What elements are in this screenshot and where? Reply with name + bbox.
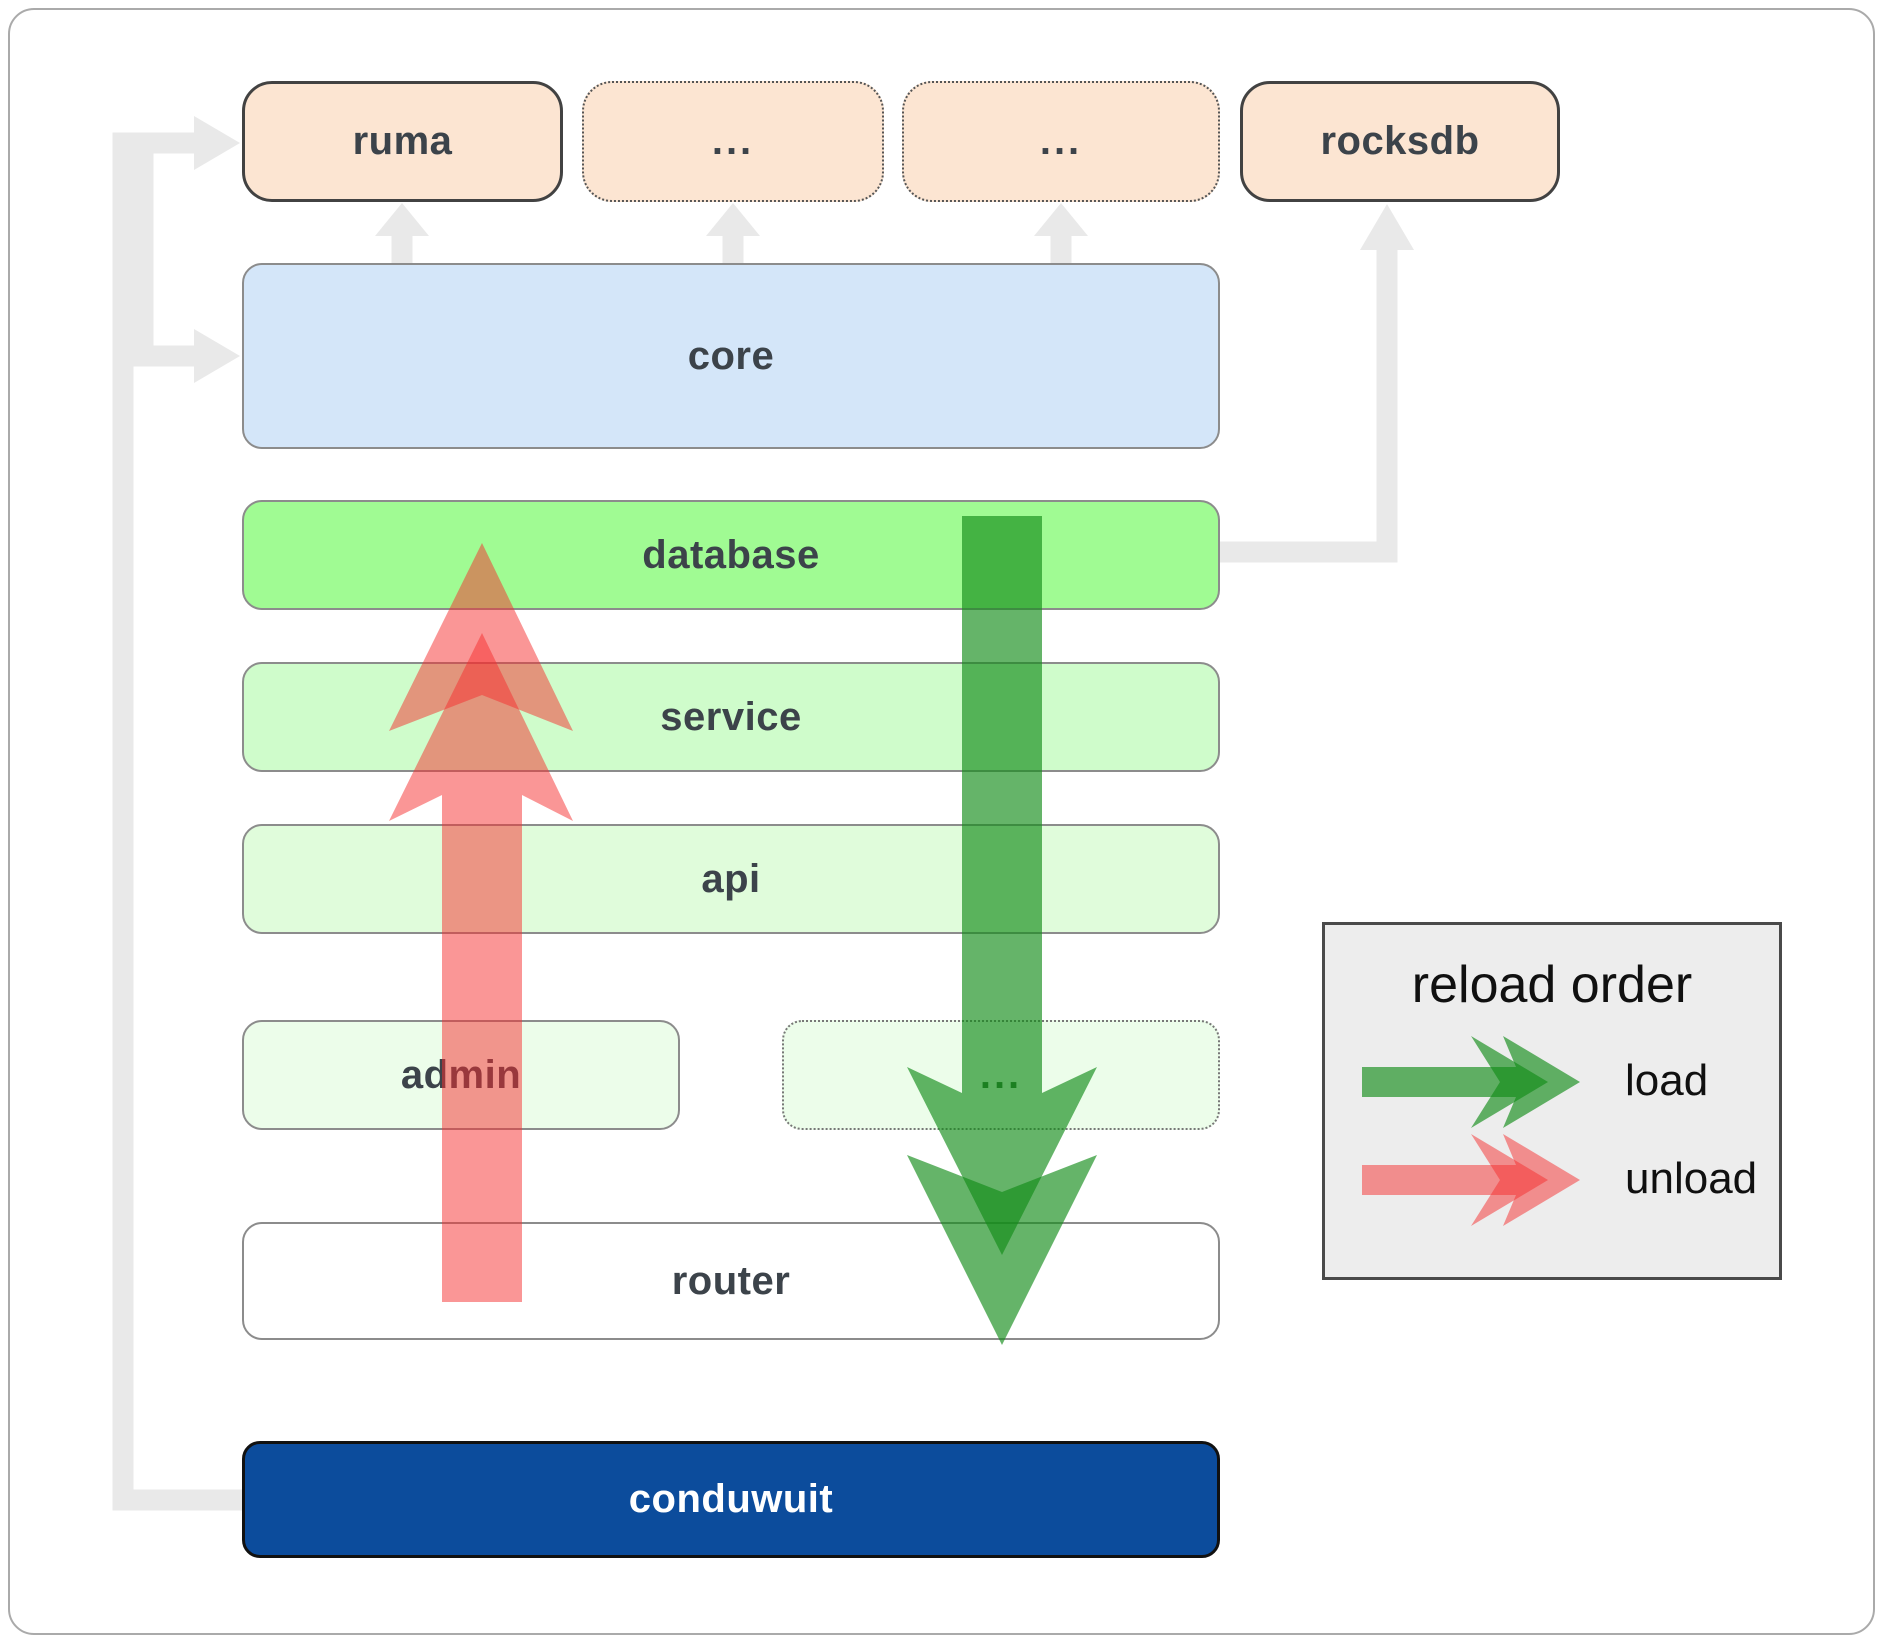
node-rocksdb-label: rocksdb xyxy=(1320,119,1480,163)
node-database-label: database xyxy=(642,532,820,577)
node-ellipsis-3-label: ... xyxy=(979,1052,1023,1097)
diagram-border xyxy=(8,8,1875,1635)
node-conduwuit: conduwuit xyxy=(242,1441,1220,1558)
legend-box: reload order xyxy=(1322,922,1782,1280)
node-api: api xyxy=(242,824,1220,934)
node-conduwuit-label: conduwuit xyxy=(628,1477,834,1521)
node-ruma-label: ruma xyxy=(352,119,453,163)
node-admin-label: admin xyxy=(400,1052,522,1097)
node-admin: admin xyxy=(242,1020,680,1130)
legend-title: reload order xyxy=(1411,956,1693,1014)
node-ellipsis-2: ... xyxy=(902,81,1220,202)
node-core-label: core xyxy=(687,333,775,378)
node-ellipsis-1: ... xyxy=(582,81,884,202)
node-router: router xyxy=(242,1222,1220,1340)
legend-load-label: load xyxy=(1625,1056,1709,1105)
node-ruma: ruma xyxy=(242,81,563,202)
node-api-label: api xyxy=(701,856,761,901)
node-router-label: router xyxy=(671,1258,791,1303)
node-ellipsis-2-label: ... xyxy=(1039,119,1083,163)
node-database: database xyxy=(242,500,1220,610)
legend-unload-label: unload xyxy=(1625,1154,1758,1203)
node-service: service xyxy=(242,662,1220,772)
node-service-label: service xyxy=(660,694,802,739)
node-ellipsis-1-label: ... xyxy=(711,119,755,163)
node-core: core xyxy=(242,263,1220,449)
node-ellipsis-3: ... xyxy=(782,1020,1220,1130)
node-rocksdb: rocksdb xyxy=(1240,81,1560,202)
